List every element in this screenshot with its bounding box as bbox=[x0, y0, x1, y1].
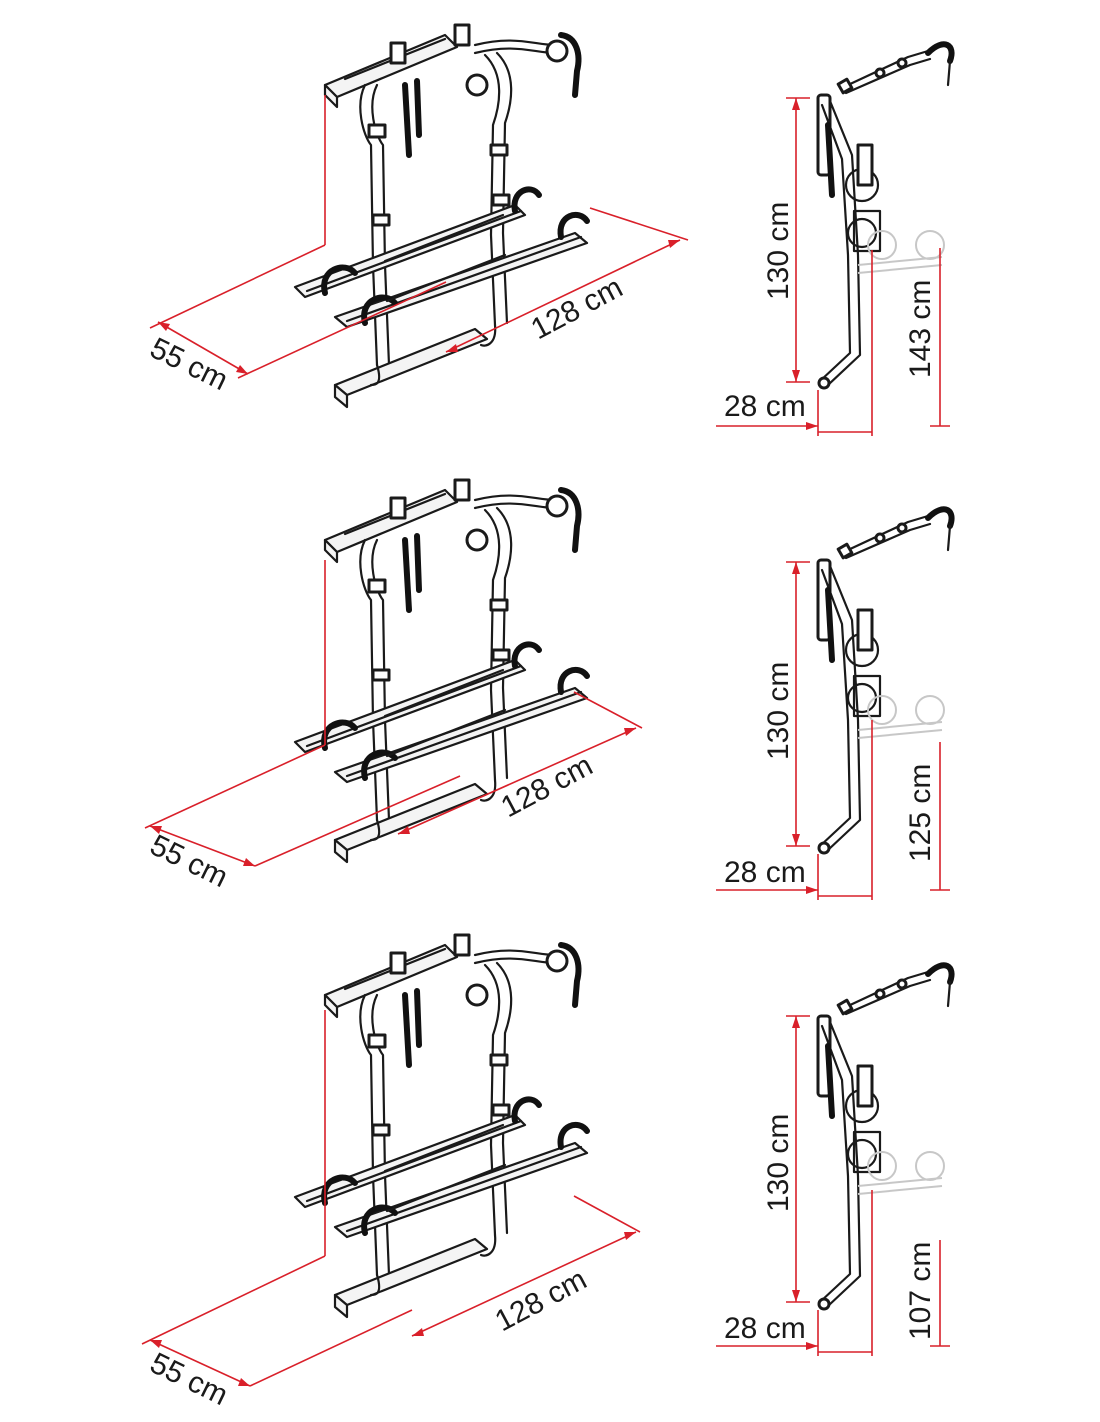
depth-dimension-2: 55 cm bbox=[144, 560, 461, 894]
variant-3: 55 cm 128 cm 130 cm 28 cm bbox=[141, 935, 952, 1412]
depth-label-1: 55 cm bbox=[145, 332, 233, 397]
height-dimension-2: 130 cm bbox=[762, 561, 810, 847]
depth-label-2: 55 cm bbox=[145, 829, 233, 894]
carrier-perspective-3 bbox=[295, 935, 587, 1317]
depth-label-3: 55 cm bbox=[145, 1347, 233, 1412]
offset-label-1: 28 cm bbox=[724, 390, 806, 423]
variant-1: 55 cm 128 cm 130 cm 28 cm bbox=[145, 25, 952, 436]
offset-label-2: 28 cm bbox=[724, 856, 806, 889]
height-label-3: 130 cm bbox=[762, 1114, 795, 1212]
carrier-perspective-1 bbox=[295, 25, 587, 407]
depth-dimension-1: 55 cm bbox=[145, 95, 447, 397]
width-dimension-3: 128 cm bbox=[411, 1195, 641, 1338]
ground-height-label-1: 143 cm bbox=[904, 280, 937, 378]
height-label-2: 130 cm bbox=[762, 662, 795, 760]
ground-height-dimension-3: 107 cm bbox=[904, 1240, 950, 1347]
height-dimension-1: 130 cm bbox=[762, 97, 810, 383]
width-label-3: 128 cm bbox=[490, 1263, 592, 1338]
offset-dimension-2: 28 cm bbox=[716, 720, 873, 900]
ground-height-dimension-2: 125 cm bbox=[904, 742, 950, 891]
height-label-1: 130 cm bbox=[762, 202, 795, 300]
width-label-2: 128 cm bbox=[496, 749, 598, 824]
ground-height-label-3: 107 cm bbox=[904, 1242, 937, 1340]
offset-dimension-1: 28 cm bbox=[716, 250, 873, 436]
height-dimension-3: 130 cm bbox=[762, 1015, 810, 1303]
width-label-1: 128 cm bbox=[526, 271, 628, 346]
variant-2: 55 cm 128 cm 130 cm 28 cm bbox=[144, 480, 952, 900]
offset-dimension-3: 28 cm bbox=[716, 1190, 873, 1356]
ground-height-label-2: 125 cm bbox=[904, 764, 937, 862]
offset-label-3: 28 cm bbox=[724, 1312, 806, 1345]
ground-height-dimension-1: 143 cm bbox=[904, 248, 950, 427]
